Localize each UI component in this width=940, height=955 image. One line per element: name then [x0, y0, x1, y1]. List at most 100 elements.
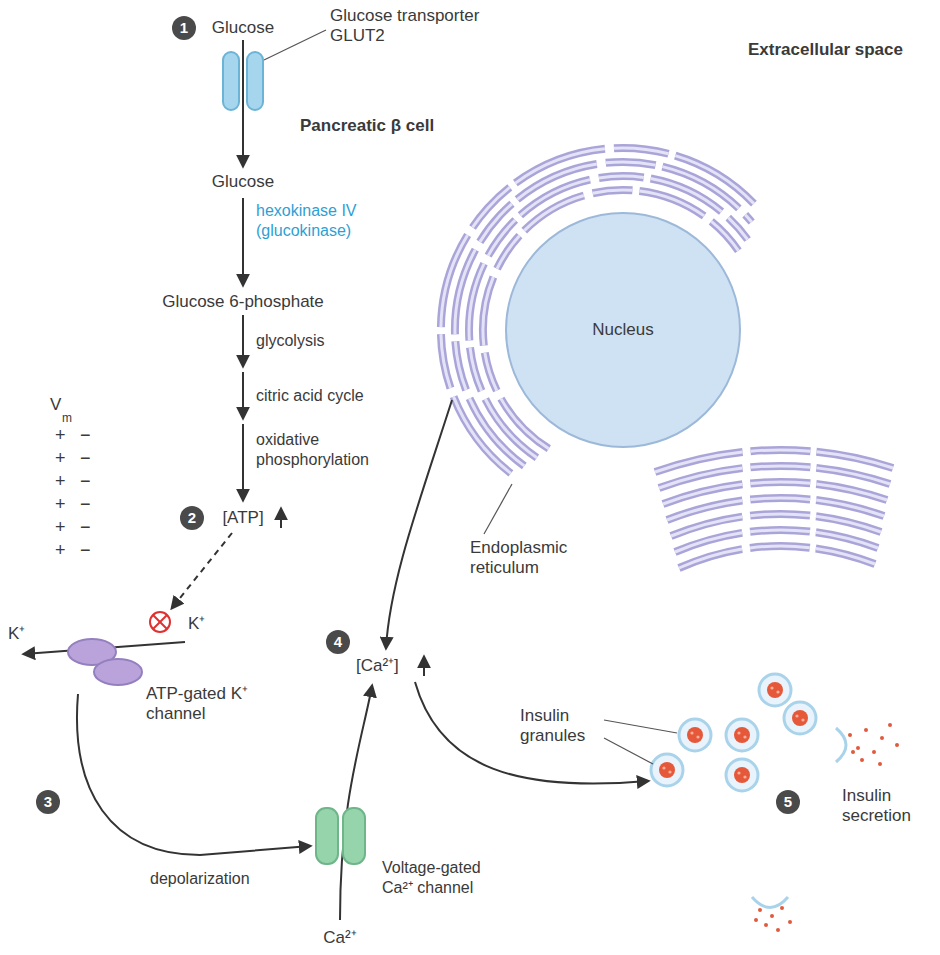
insulin-granule [759, 674, 791, 706]
insulin-granule [679, 719, 711, 751]
granule-core [743, 775, 746, 778]
granule-core [662, 766, 665, 769]
granule-core [690, 731, 693, 734]
insulin-molecule [895, 743, 899, 747]
charge-sign: − [80, 517, 91, 537]
granule-core [696, 735, 699, 738]
metabolite: Glucose 6-phosphate [162, 292, 324, 312]
endoplasmic-reticulum [441, 148, 893, 568]
granule-core [687, 727, 703, 743]
ion-label: K⁺ [188, 614, 205, 634]
er-membrane [679, 546, 875, 568]
nucleus-label: Nucleus [592, 320, 653, 340]
process-label: depolarization [150, 869, 250, 889]
granule-core [770, 686, 773, 689]
callout-number: 5 [776, 790, 800, 814]
insulin-molecule [770, 914, 774, 918]
part-label: ATP-gated K⁺ channel [146, 684, 264, 724]
er-lumen [483, 190, 742, 449]
part-label: Insulin granules [520, 706, 602, 746]
pathway-step: oxidative phosphorylation [256, 430, 386, 470]
metabolite: Glucose [212, 18, 274, 38]
insulin-molecule [758, 908, 762, 912]
insulin-granule [726, 719, 758, 751]
cell-title: Pancreatic β cell [300, 116, 434, 136]
insulin-molecule [764, 923, 768, 927]
insulin-molecule [848, 733, 852, 737]
er-membrane [469, 176, 748, 458]
er-membrane [455, 162, 752, 466]
region-label: Extracellular space [748, 40, 903, 60]
nucleus: Nucleus [505, 212, 741, 448]
granule-core [776, 690, 779, 693]
insulin-molecule [880, 736, 884, 740]
metabolite: Glucose [212, 172, 274, 192]
granule-core [737, 731, 740, 734]
enzyme-label: hexokinase IV (glucokinase) [256, 201, 386, 241]
granule-core [668, 770, 671, 773]
insulin-granule [784, 702, 816, 734]
granule-core [734, 727, 750, 743]
er-membrane [441, 148, 754, 473]
er-lumen [679, 546, 875, 568]
insulin-molecule [856, 746, 860, 750]
pathway-step: citric acid cycle [256, 386, 364, 406]
pathway-step: glycolysis [256, 331, 324, 351]
inhibition-symbol [150, 612, 170, 632]
charge-sign: − [80, 540, 91, 560]
granule-core [737, 771, 740, 774]
granule-core [767, 682, 783, 698]
insulin-molecule [780, 906, 784, 910]
part-label: Voltage-gated Ca²⁺ channel [382, 858, 507, 898]
granule-core [734, 767, 750, 783]
part-label: Glucose transporter GLUT2 [330, 6, 505, 46]
er-lumen [455, 162, 752, 466]
charge-sign: + [55, 540, 66, 560]
charge-sign: + [55, 471, 66, 491]
insulin-molecule [776, 928, 780, 932]
insulin-molecule [878, 762, 882, 766]
leader-lines [484, 484, 677, 764]
charge-sign: + [55, 448, 66, 468]
metabolite: [ATP] [222, 508, 263, 528]
insulin-molecule [872, 750, 876, 754]
insulin-granule [651, 754, 683, 786]
potential-label: V [50, 395, 61, 415]
insulin-molecules [754, 723, 899, 932]
insulin-granule [726, 759, 758, 791]
callout-number: 1 [172, 16, 196, 40]
ion-label: [Ca²⁺] [356, 656, 399, 676]
charge-sign: − [80, 448, 91, 468]
insulin-molecule [788, 920, 792, 924]
granule-core [801, 718, 804, 721]
cell-membrane [105, 75, 905, 900]
granule-core [743, 735, 746, 738]
charge-sign: − [80, 494, 91, 514]
charge-sign: + [55, 494, 66, 514]
er-lumen [441, 148, 754, 473]
charge-sign: + [55, 517, 66, 537]
insulin-molecule [851, 750, 855, 754]
k-channel [68, 639, 142, 685]
process-label: Insulin secretion [842, 786, 930, 826]
insulin-molecule [864, 728, 868, 732]
charge-sign: + [55, 425, 66, 445]
callout-number: 4 [326, 630, 350, 654]
insulin-molecule [754, 918, 758, 922]
charge-sign: − [80, 471, 91, 491]
er-lumen [469, 176, 748, 458]
charge-sign: − [80, 425, 91, 445]
ca-channel [316, 808, 365, 864]
ion-label: K⁺ [8, 624, 25, 644]
pathway-arrows [24, 40, 648, 920]
granule-core [795, 714, 798, 717]
callout-number: 3 [36, 790, 60, 814]
er-membrane [483, 190, 742, 449]
cell-membrane [105, 75, 905, 900]
insulin-molecule [888, 723, 892, 727]
ion-label: Ca²⁺ [323, 928, 356, 948]
insulin-molecule [860, 758, 864, 762]
part-label: Endoplasmic reticulum [470, 538, 585, 578]
exocytosis [752, 728, 846, 908]
